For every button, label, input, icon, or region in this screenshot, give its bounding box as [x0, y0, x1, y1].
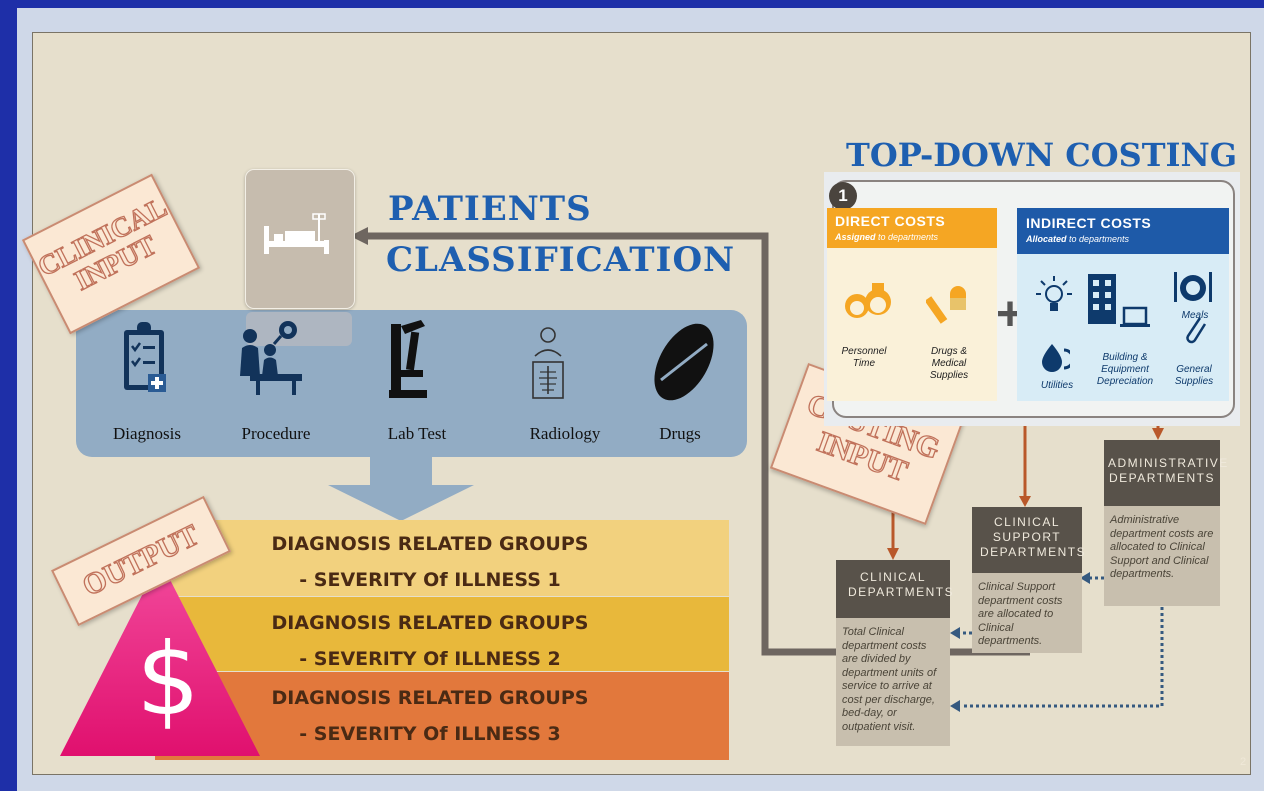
clinical-support-text: Clinical Support department costs are al… [972, 573, 1082, 653]
xray-icon [532, 327, 564, 399]
drg-3-line1: DIAGNOSIS RELATED GROUPS [271, 687, 589, 709]
drg-3-line2: - SEVERITY Of ILLNESS 3 [299, 723, 561, 745]
drg-1-line2: - SEVERITY Of ILLNESS 1 [299, 569, 561, 591]
clinical-departments: CLINICAL DEPARTMENTS Total Clinical depa… [836, 560, 953, 746]
indirect-item-building-equipment: Building & Equipment Depreciation [1096, 352, 1154, 387]
category-label-lab-test: Lab Test [387, 424, 447, 443]
administrative-title: ADMINISTRATIVE DEPARTMENTS [1104, 440, 1227, 506]
meal-icon [1174, 272, 1212, 302]
drg-band-3 [155, 671, 729, 760]
category-label-radiology: Radiology [529, 424, 601, 443]
down-arrow [328, 456, 474, 521]
clinical-text: Total Clinical department costs are divi… [836, 618, 950, 746]
category-label-drugs: Drugs [659, 424, 701, 443]
dotted-arrow-admin-to-clinical [950, 700, 960, 712]
paperclip-icon [1186, 317, 1207, 344]
drg-band-2 [155, 596, 729, 671]
water-drop-icon [1042, 344, 1070, 372]
building-icon [1088, 274, 1150, 327]
indirect-item-utilities: Utilities [1040, 380, 1074, 391]
feedback-arrowhead [350, 227, 368, 245]
direct-item-personnel-time: Personnel Time [841, 346, 887, 369]
clinical-title: CLINICAL DEPARTMENTS [836, 560, 953, 618]
indirect-costs-title: INDIRECT COSTS [1026, 215, 1152, 231]
dollar-triangle [60, 560, 260, 756]
step-badge: 1 [829, 182, 857, 210]
indirect-item-meals: Meals [1181, 310, 1209, 321]
patients-classification-line1: PATIENTS [388, 189, 592, 229]
dotted-arrow-support-to-clinical [950, 627, 960, 639]
drg-1-line1: DIAGNOSIS RELATED GROUPS [271, 533, 589, 555]
patient-card-shadow [246, 312, 352, 346]
page-number: 2 [1240, 756, 1247, 768]
dotted-arrow-admin-to-support [1080, 572, 1090, 584]
category-label-diagnosis: Diagnosis [113, 424, 181, 443]
microscope-icon [389, 320, 427, 398]
dollar-sign: $ [136, 621, 200, 738]
syringe-pill-icon [926, 286, 966, 324]
clipboard-checklist-icon [124, 322, 166, 392]
indirect-costs-sub: Allocated to departments [1026, 234, 1130, 244]
patients-classification-line2: CLASSIFICATION [386, 240, 736, 280]
drg-2-line1: DIAGNOSIS RELATED GROUPS [271, 612, 589, 634]
administrative-departments: ADMINISTRATIVE DEPARTMENTS Administrativ… [1104, 440, 1227, 606]
drg-2-line2: - SEVERITY Of ILLNESS 2 [299, 648, 561, 670]
drg-band-1 [155, 520, 729, 596]
hospital-bed-icon [264, 213, 329, 254]
nurse-icon [845, 283, 891, 318]
clinical-support-title: CLINICAL SUPPORT DEPARTMENTS [972, 507, 1085, 573]
indirect-item-general-supplies: General Supplies [1174, 364, 1214, 387]
pills-icon [654, 323, 714, 401]
direct-costs-title: DIRECT COSTS [835, 213, 946, 229]
clinical-support-departments: CLINICAL SUPPORT DEPARTMENTS Clinical Su… [972, 507, 1085, 653]
category-label-procedure: Procedure [241, 424, 311, 443]
direct-item-drugs-supplies: Drugs & Medical Supplies [929, 346, 969, 381]
lightbulb-icon [1036, 276, 1072, 311]
surgery-icon [240, 321, 302, 395]
direct-costs-header [827, 208, 997, 248]
direct-costs-sub: Assigned to departments [835, 232, 939, 242]
indirect-costs-header [1017, 208, 1229, 254]
top-down-title: TOP-DOWN COSTING [846, 136, 1238, 174]
administrative-text: Administrative department costs are allo… [1104, 506, 1220, 606]
